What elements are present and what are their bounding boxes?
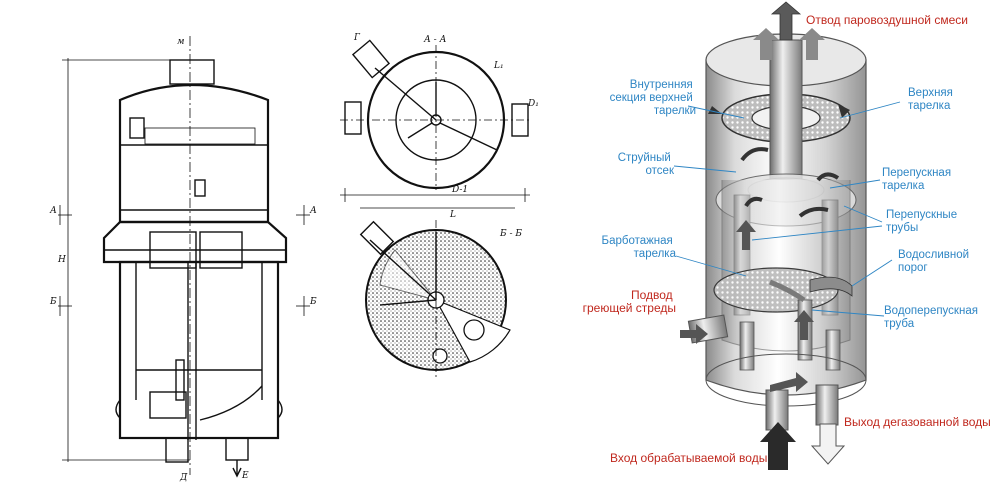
side-elevation-drawing: Н м А А [49, 36, 317, 483]
callout-inner-section: Внутренняя секция верхней тарелки [610, 79, 696, 117]
section-bb-drawing: Б - Б [359, 220, 522, 380]
deaerator-3d-cutaway: Отвод паровоздушной смеси Внутренняя сек… [583, 1, 991, 470]
dim-d1-label: D₁ [527, 99, 539, 109]
section-a-left-mark: А [49, 206, 57, 216]
section-bb-title: Б - Б [499, 229, 522, 239]
callout-treated-water-in: Вход обрабатываемой воды [610, 451, 767, 465]
dim-l1-label: L₁ [493, 61, 504, 71]
callout-heating-medium-in: Подвод греющей стреды [583, 288, 676, 315]
callout-water-bypass-pipe: Водоперепускная труба [884, 305, 981, 330]
section-a-right-mark: А [309, 206, 317, 216]
callout-steam-air-out: Отвод паровоздушной смеси [806, 13, 968, 27]
section-b-right-mark: Б [309, 297, 317, 307]
bottom-e-label: Е [241, 471, 249, 481]
bottom-d-label: Д [179, 473, 188, 483]
height-dim-label: Н [57, 255, 66, 265]
top-view-g-label: Г [353, 33, 361, 43]
section-b-left-mark: Б [49, 297, 57, 307]
flow-arrows [680, 1, 850, 470]
callout-jet-compartment: Струйный отсек [618, 152, 675, 177]
callout-weir: Водосливной порог [898, 249, 972, 274]
top-axis-label: м [177, 37, 184, 47]
callout-bypass-tray: Перепускная тарелка [882, 167, 954, 192]
callout-leaders [673, 101, 901, 317]
dim-d-label: D-1 [451, 185, 468, 195]
callout-labels: Отвод паровоздушной смеси Внутренняя сек… [583, 13, 991, 465]
dim-l-label: L [449, 210, 456, 220]
callout-bubbling-tray: Барботажная тарелка [602, 235, 677, 260]
callout-bypass-pipes: Перепускные трубы [886, 209, 960, 234]
section-aa-title: А - А [423, 35, 447, 45]
section-aa-drawing: А - А Г D-1 L L₁ D₁ [340, 33, 539, 220]
callout-upper-tray: Верхняя тарелка [908, 87, 956, 112]
callout-degassed-water-out: Выход дегазованной воды [844, 415, 991, 429]
